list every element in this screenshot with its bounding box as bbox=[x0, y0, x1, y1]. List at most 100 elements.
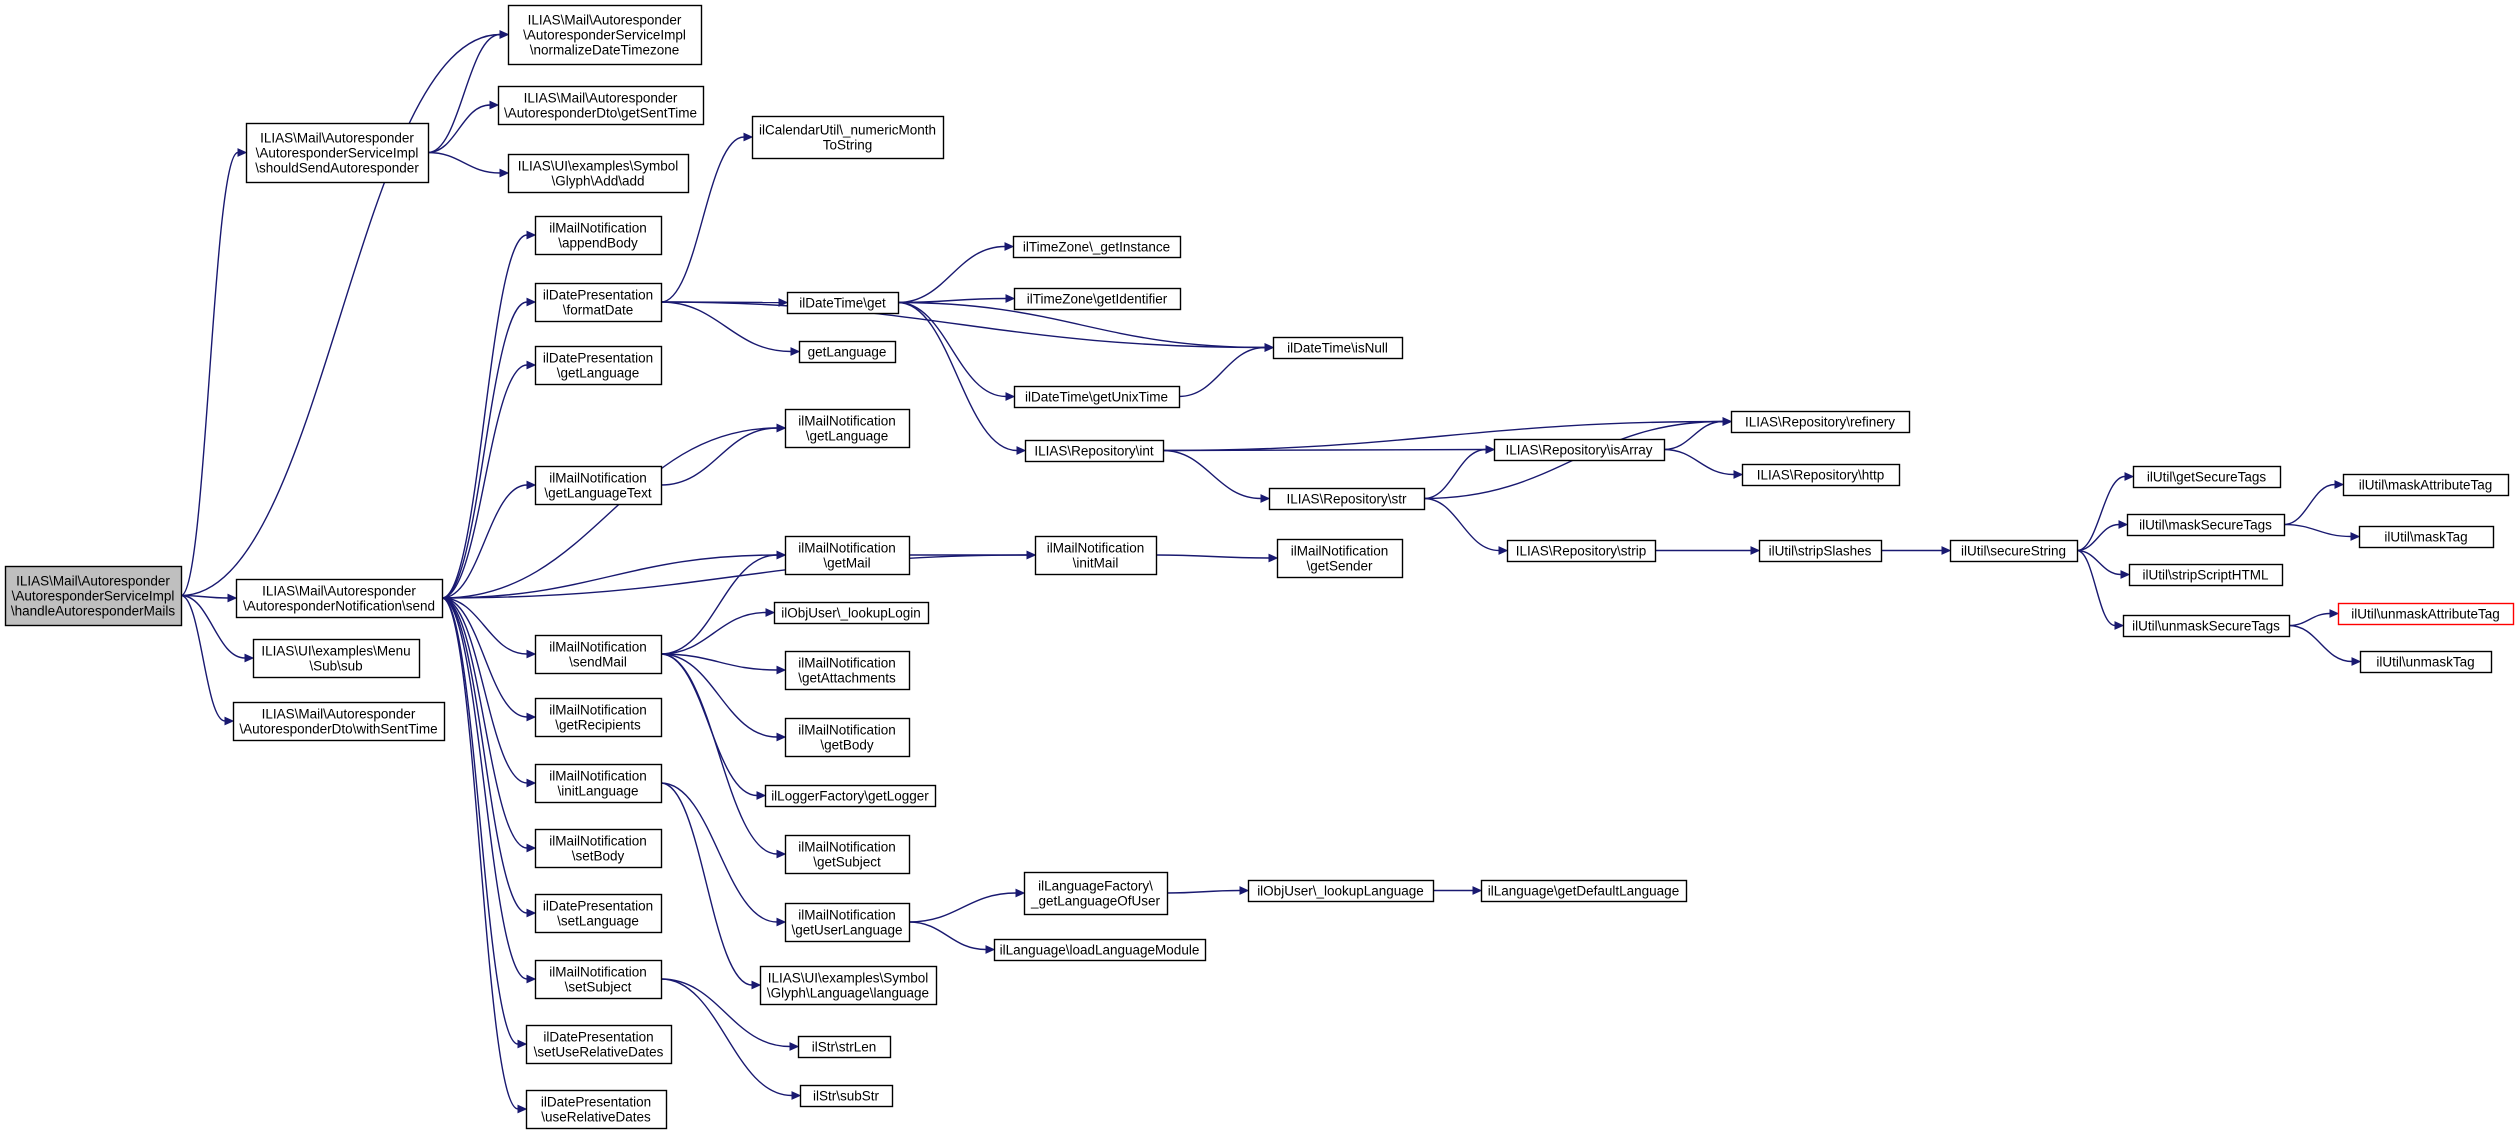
node-defaultLanguage[interactable]: ilLanguage\getDefaultLanguage bbox=[1480, 879, 1688, 903]
node-box bbox=[1268, 487, 1426, 511]
edge-setSubject-to-strLen bbox=[660, 978, 800, 1051]
node-initLanguage[interactable]: ilMailNotification\initLanguage bbox=[534, 763, 663, 804]
node-maskAttributeTag[interactable]: ilUtil\maskAttributeTag bbox=[2342, 473, 2510, 497]
node-formatDate[interactable]: ilDatePresentation\formatDate bbox=[534, 282, 663, 323]
edge-root-to-should bbox=[180, 148, 248, 597]
node-repoInt[interactable]: ILIAS\Repository\int bbox=[1024, 439, 1165, 463]
edge-line bbox=[1166, 889, 1241, 894]
node-getSentTime[interactable]: ILIAS\Mail\Autoresponder\AutoresponderDt… bbox=[497, 85, 705, 126]
node-unmaskAttributeTag[interactable]: ilUtil\unmaskAttributeTag bbox=[2337, 602, 2515, 626]
node-getSender[interactable]: ilMailNotification\getSender bbox=[1276, 538, 1404, 579]
node-getSecureTags[interactable]: ilUtil\getSecureTags bbox=[2132, 465, 2282, 489]
node-getBody[interactable]: ilMailNotification\getBody bbox=[784, 717, 911, 758]
node-getUnixTime[interactable]: ilDateTime\getUnixTime bbox=[1013, 385, 1181, 409]
node-useRelativeDates[interactable]: ilDatePresentation\useRelativeDates bbox=[525, 1089, 668, 1130]
edge-arrowhead bbox=[790, 347, 801, 356]
node-stripSlashes[interactable]: ilUtil\stripSlashes bbox=[1758, 539, 1883, 563]
node-getRecipients[interactable]: ilMailNotification\getRecipients bbox=[534, 697, 663, 738]
node-label-line: ILIAS\Mail\Autoresponder bbox=[260, 131, 414, 146]
node-repoStrip[interactable]: ILIAS\Repository\strip bbox=[1506, 539, 1657, 563]
edge-arrowhead bbox=[526, 712, 537, 722]
node-tzGetIdentifier[interactable]: ilTimeZone\getIdentifier bbox=[1013, 287, 1182, 311]
edge-arrowhead bbox=[1026, 550, 1037, 560]
node-setBody[interactable]: ilMailNotification\setBody bbox=[534, 828, 663, 869]
node-label-line: ILIAS\Mail\Autoresponder bbox=[262, 707, 416, 722]
node-dpGetLanguage[interactable]: ilDatePresentation\getLanguage bbox=[534, 345, 663, 386]
edge-sendMail-to-lookupLogin bbox=[660, 608, 776, 655]
node-getUserLanguage[interactable]: ilMailNotification\getUserLanguage bbox=[784, 902, 911, 943]
node-box bbox=[1276, 538, 1404, 579]
edge-line bbox=[660, 554, 778, 655]
edge-arrowhead bbox=[1485, 445, 1496, 454]
node-refinery[interactable]: ILIAS\Repository\refinery bbox=[1730, 410, 1911, 434]
edge-arrowhead bbox=[743, 132, 754, 142]
node-getMail[interactable]: ilMailNotification\getMail bbox=[784, 535, 911, 576]
node-box bbox=[235, 578, 444, 619]
node-langOfUser[interactable]: ilLanguageFactory\_getLanguageOfUser bbox=[1023, 871, 1169, 916]
node-setLanguage[interactable]: ilDatePresentation\setLanguage bbox=[534, 893, 663, 934]
edge-arrowhead bbox=[489, 100, 500, 110]
node-sendMail[interactable]: ilMailNotification\sendMail bbox=[534, 634, 663, 675]
node-label-line: \AutoresponderDto\getSentTime bbox=[504, 106, 697, 121]
node-send[interactable]: ILIAS\Mail\Autoresponder\AutoresponderNo… bbox=[235, 578, 444, 619]
node-loadLangModule[interactable]: ilLanguage\loadLanguageModule bbox=[993, 938, 1207, 962]
node-isArray[interactable]: ILIAS\Repository\isArray bbox=[1493, 438, 1666, 462]
node-label-line: ilUtil\stripSlashes bbox=[1769, 544, 1872, 559]
edge-arrowhead bbox=[778, 298, 789, 307]
node-maskTag[interactable]: ilUtil\maskTag bbox=[2358, 525, 2495, 549]
node-should[interactable]: ILIAS\Mail\Autoresponder\AutoresponderSe… bbox=[245, 122, 430, 184]
edge-arrowhead bbox=[1016, 446, 1027, 455]
node-lookupLogin[interactable]: ilObjUser\_lookupLogin bbox=[773, 601, 930, 625]
node-dtGet[interactable]: ilDateTime\get bbox=[786, 291, 900, 315]
node-label-line: ilDateTime\isNull bbox=[1287, 341, 1388, 356]
node-getAttachments[interactable]: ilMailNotification\getAttachments bbox=[784, 650, 911, 691]
node-strLen[interactable]: ilStr\strLen bbox=[797, 1035, 892, 1059]
node-secureString[interactable]: ilUtil\secureString bbox=[1949, 539, 2079, 563]
node-label-line: ilDateTime\getUnixTime bbox=[1025, 390, 1168, 405]
node-label-line: ILIAS\Repository\strip bbox=[1516, 544, 1647, 559]
edge-line bbox=[441, 597, 528, 718]
node-mnGetLanguage[interactable]: ilMailNotification\getLanguage bbox=[784, 408, 911, 449]
node-label-line: ilDatePresentation bbox=[543, 1030, 653, 1045]
node-getLanguagePlain[interactable]: getLanguage bbox=[798, 340, 897, 364]
node-lookupLanguage[interactable]: ilObjUser\_lookupLanguage bbox=[1247, 879, 1435, 903]
edge-initLanguage-to-glyphLanguage bbox=[660, 782, 762, 990]
node-setUseRelativeDates[interactable]: ilDatePresentation\setUseRelativeDates bbox=[525, 1024, 673, 1065]
node-box bbox=[534, 828, 663, 869]
node-appendBody[interactable]: ilMailNotification\appendBody bbox=[534, 215, 663, 256]
node-subStr[interactable]: ilStr\subStr bbox=[799, 1084, 894, 1108]
node-getLanguageText[interactable]: ilMailNotification\getLanguageText bbox=[534, 465, 663, 506]
edge-arrowhead bbox=[526, 974, 537, 984]
node-getLogger[interactable]: ilLoggerFactory\getLogger bbox=[764, 784, 937, 808]
node-getSubject[interactable]: ilMailNotification\getSubject bbox=[784, 834, 911, 875]
node-isNull[interactable]: ilDateTime\isNull bbox=[1272, 336, 1404, 360]
node-root[interactable]: ILIAS\Mail\Autoresponder\AutoresponderSe… bbox=[4, 565, 183, 627]
node-maskSecureTags[interactable]: ilUtil\maskSecureTags bbox=[2126, 513, 2286, 537]
node-stripScriptHTML[interactable]: ilUtil\stripScriptHTML bbox=[2128, 563, 2284, 587]
node-menuSub[interactable]: ILIAS\UI\examples\Menu\Sub\sub bbox=[252, 638, 421, 679]
edge-arrowhead bbox=[526, 908, 537, 918]
edge-send-to-sendMail bbox=[441, 597, 537, 659]
node-http[interactable]: ILIAS\Repository\http bbox=[1741, 463, 1901, 487]
node-glyphLanguage[interactable]: ILIAS\UI\examples\Symbol\Glyph\Language\… bbox=[759, 965, 938, 1006]
node-label-line: \setUseRelativeDates bbox=[534, 1045, 664, 1060]
node-label-line: ILIAS\Repository\str bbox=[1286, 492, 1407, 507]
node-repoStr[interactable]: ILIAS\Repository\str bbox=[1268, 487, 1426, 511]
node-label-line: \handleAutoresponderMails bbox=[11, 604, 176, 619]
node-initMail[interactable]: ilMailNotification\initMail bbox=[1034, 535, 1158, 576]
node-label-line: \getAttachments bbox=[798, 671, 896, 686]
node-box bbox=[1506, 539, 1657, 563]
node-label-line: \AutoresponderServiceImpl bbox=[256, 146, 419, 161]
node-label-line: ILIAS\UI\examples\Menu bbox=[261, 644, 410, 659]
node-unmaskSecureTags[interactable]: ilUtil\unmaskSecureTags bbox=[2122, 614, 2291, 638]
node-unmaskTag[interactable]: ilUtil\unmaskTag bbox=[2359, 650, 2493, 674]
node-setSubject[interactable]: ilMailNotification\setSubject bbox=[534, 959, 663, 1000]
edge-getMail-to-initMail bbox=[909, 550, 1037, 560]
node-tzGetInstance[interactable]: ilTimeZone\_getInstance bbox=[1012, 235, 1182, 259]
node-normalize[interactable]: ILIAS\Mail\Autoresponder\AutoresponderSe… bbox=[507, 4, 703, 66]
edge-root-to-menuSub bbox=[180, 594, 255, 663]
node-glyphAdd[interactable]: ILIAS\UI\examples\Symbol\Glyph\Add\add bbox=[507, 153, 690, 194]
node-withSentTime[interactable]: ILIAS\Mail\Autoresponder\AutoresponderDt… bbox=[232, 701, 446, 742]
edge-line bbox=[1162, 448, 1487, 452]
